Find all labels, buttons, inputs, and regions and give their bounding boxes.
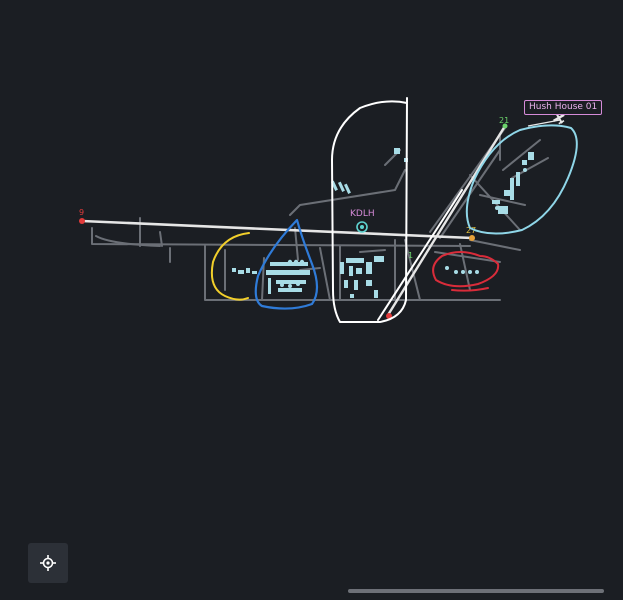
- annotation-white-loop: [331, 97, 408, 323]
- apron-dots: [280, 168, 527, 288]
- annotation-drawings: [210, 97, 578, 323]
- runway-label-south: 27: [466, 226, 476, 235]
- crosshair-icon: [40, 555, 56, 571]
- locate-button[interactable]: [28, 543, 68, 583]
- runway-label-north: 21: [499, 116, 509, 125]
- airplane-icon[interactable]: [551, 110, 567, 126]
- annotation-cyan: [465, 124, 578, 235]
- runway-label-west: 9: [79, 208, 84, 217]
- horizontal-scrollbar[interactable]: [348, 589, 604, 593]
- airport-symbol-icon[interactable]: [356, 221, 368, 233]
- hush-house-callout[interactable]: Hush House 01: [524, 100, 603, 115]
- building-clusters: [232, 148, 534, 298]
- runway-mid-marker: 1: [408, 251, 413, 260]
- annotation-red: [432, 251, 500, 292]
- taxiway-network: [91, 127, 549, 301]
- runway-3-21: [386, 125, 507, 316]
- runway-end-markers: [79, 123, 508, 319]
- annotation-white-line: [377, 189, 463, 321]
- annotation-blue: [254, 218, 319, 310]
- annotation-yellow: [210, 232, 250, 301]
- airport-code-label: KDLH: [350, 209, 375, 219]
- airplane-tail-line: [527, 119, 561, 127]
